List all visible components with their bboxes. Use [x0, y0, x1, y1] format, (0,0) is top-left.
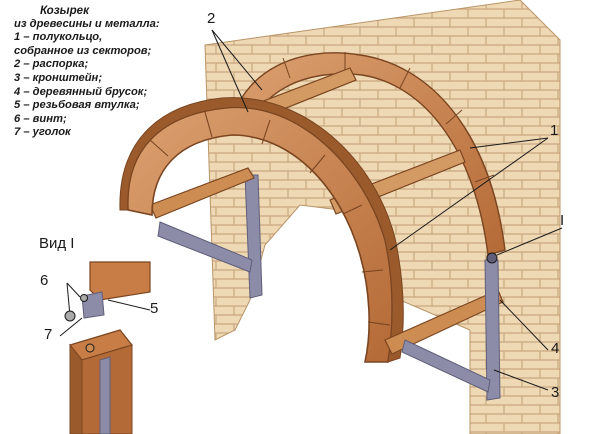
- callout-6: 6: [40, 272, 49, 289]
- legend-item: 6 – винт;: [14, 112, 67, 125]
- detail-sleeve: [85, 343, 95, 353]
- callout-5: 5: [150, 300, 159, 317]
- threaded-sleeve-bolt: [486, 252, 498, 264]
- right-wooden-bar: [384, 289, 504, 355]
- legend-item: 5 – резьбовая втулка;: [14, 99, 140, 112]
- detail-view-label: Вид I: [39, 235, 75, 252]
- detail-metal-strip: [99, 356, 111, 434]
- legend-title: Козырек: [40, 4, 89, 17]
- callout-7: 7: [44, 326, 53, 343]
- legend-item: 7 – уголок: [14, 126, 71, 139]
- legend-subtitle: из древесины и металла:: [14, 17, 160, 30]
- callout-2: 2: [207, 10, 216, 27]
- legend-item: собранное из секторов;: [14, 44, 152, 57]
- legend-item: 4 – деревянный брусок;: [14, 85, 148, 98]
- callout-1: 1: [550, 122, 559, 139]
- front-ring-sector-lines: [149, 111, 391, 326]
- callout-4: 4: [551, 340, 560, 357]
- front-ring-face: [119, 97, 404, 363]
- right-bracket-arm: [401, 339, 491, 393]
- back-half-ring: [229, 52, 506, 256]
- left-side-rail: [149, 167, 255, 219]
- left-bracket-arm: [157, 221, 253, 273]
- detail-screw: [64, 310, 76, 322]
- legend: Козырек из древесины и металла: 1 – полу…: [14, 4, 254, 140]
- legend-item: 2 – распорка;: [14, 58, 89, 71]
- callout-leaders: [59, 29, 563, 391]
- callout-section-mark: I: [560, 212, 565, 229]
- legend-item: 3 – кронштейн;: [14, 71, 103, 84]
- detail-nut: [80, 294, 88, 302]
- detail-wall-block: [89, 261, 151, 301]
- legend-item: 1 – полукольцо,: [14, 31, 103, 44]
- detail-post: [69, 343, 83, 434]
- callout-3: 3: [551, 384, 560, 401]
